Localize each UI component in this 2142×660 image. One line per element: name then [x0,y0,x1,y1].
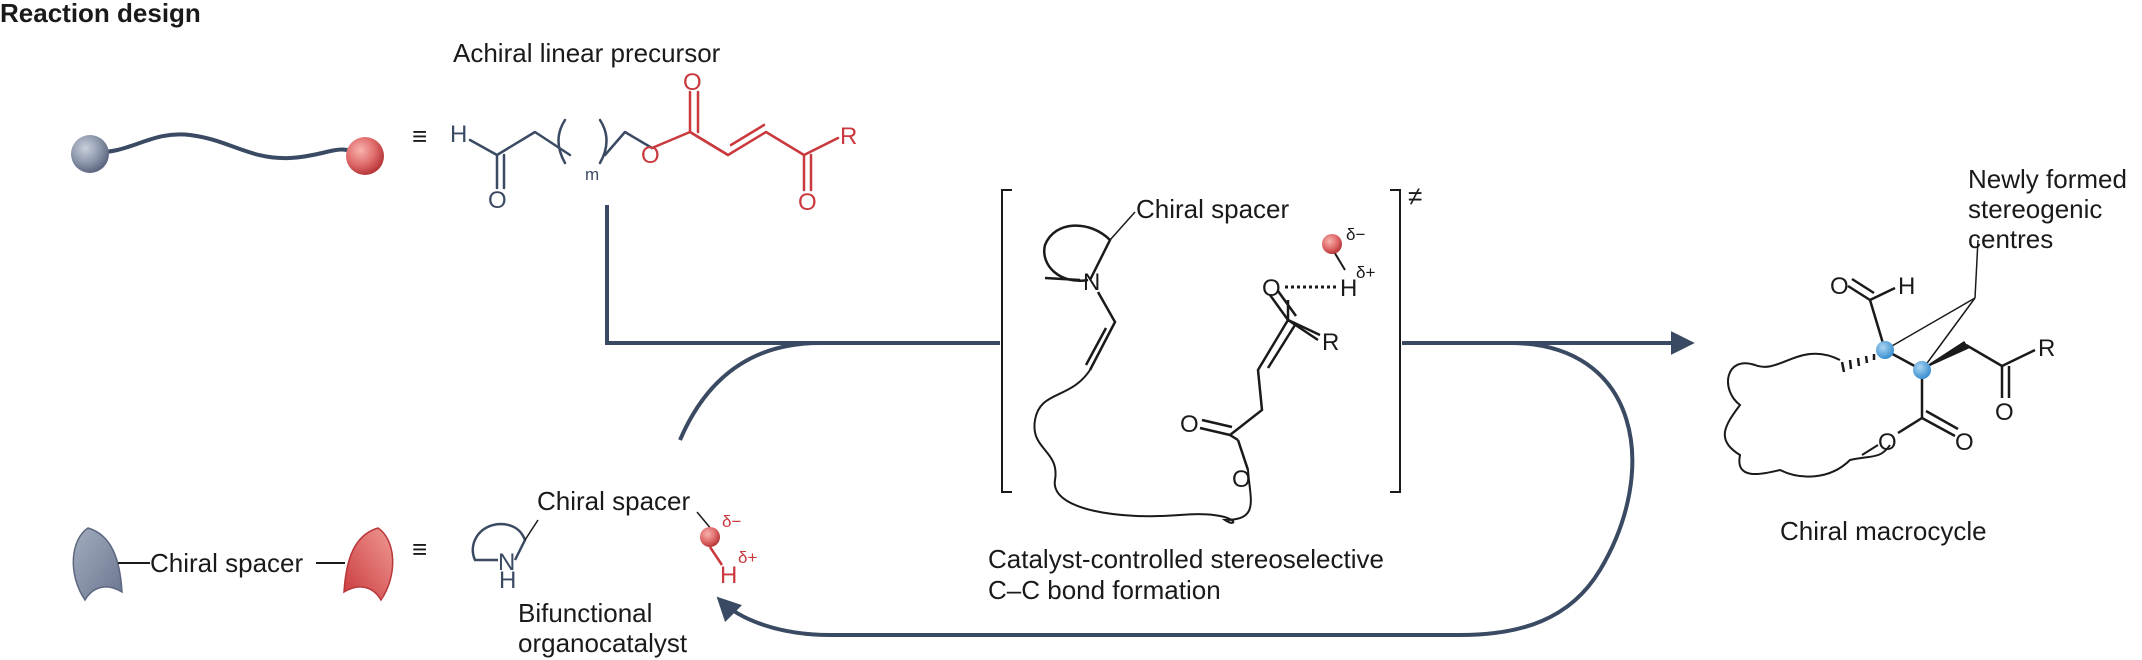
precursor-chain-line [91,132,367,161]
catalytic-cycle-arrows [605,205,1695,637]
ts-caption-line2: C–C bond formation [988,575,1221,605]
transition-state: ≠ N O O R O H δ+ δ− Chiral spacer [1000,180,1422,524]
catalyst-atom-h-red: H [720,562,737,589]
precursor-input-arrow [605,205,1000,345]
stereocentre-dot-1 [1876,341,1894,359]
ts-delta-plus: δ+ [1356,263,1375,282]
macro-atom-r: R [2038,335,2055,362]
ts-atom-o-carbonyl2: O [1262,275,1281,302]
macro-atom-o-ester: O [1878,429,1897,456]
precursor-atom-o3: O [683,69,702,96]
ts-bracket-right [1390,189,1401,493]
bifunctional-label-line1: Bifunctional [518,598,652,628]
catalyst-atom-n: N [498,549,515,576]
precursor-atom-r: R [840,123,857,150]
catalyst-structure: N H Chiral spacer δ− H δ+ [471,486,757,594]
catalyst-delta-plus: δ+ [738,548,757,567]
ts-atom-r: R [1322,329,1339,356]
achiral-precursor-label: Achiral linear precursor [453,38,721,68]
macrocycle-structure: O H O R O O [1723,239,2055,478]
macro-atom-h-ald: H [1898,273,1915,300]
precursor-structure [468,90,840,192]
catalyst-atom-h: H [499,567,516,594]
equiv-symbol-bottom: ≡ [412,534,427,564]
catalyst-entry-arc [678,341,1000,441]
precursor-atom-h: H [450,121,467,148]
precursor-subscript-m: m [585,165,599,184]
catalyst-return-arrow [716,341,1635,637]
macro-atom-o-ester-carbonyl: O [1955,429,1974,456]
bifunctional-label-line2: organocatalyst [518,628,688,658]
ts-bracket-left [1001,189,1012,493]
precursor-cartoon [71,132,384,175]
ts-atom-n: N [1083,269,1100,296]
catalyst-delta-minus: δ− [722,512,741,531]
newly-formed-line1: Newly formed [1968,164,2127,194]
catalyst-chiral-spacer-label: Chiral spacer [537,486,691,516]
grey-sphere-icon [71,135,109,173]
newly-formed-line2: stereogenic [1968,194,2102,224]
figure-title: Reaction design [0,0,201,28]
precursor-atom-o4: O [798,189,817,216]
macro-atom-o-ketone: O [1995,399,2014,426]
ts-caption-line1: Catalyst-controlled stereoselective [988,544,1384,574]
double-dagger-symbol: ≠ [1408,181,1422,211]
chiral-macrocycle-label: Chiral macrocycle [1780,516,1987,546]
red-sphere-icon [346,137,384,175]
newly-formed-line3: centres [1968,224,2053,254]
catalyst-cartoon: Chiral spacer [72,527,394,602]
precursor-atom-o2: O [641,142,660,169]
ts-atom-o-carbonyl1: O [1180,411,1199,438]
equiv-symbol-top: ≡ [412,121,427,151]
chiral-spacer-left-label: Chiral spacer [150,548,304,578]
red-horn-icon [343,527,394,602]
ts-chiral-spacer-label: Chiral spacer [1136,194,1290,224]
catalyst-red-sphere-icon [700,527,720,547]
macro-atom-o-ald: O [1830,273,1849,300]
ts-atom-o-ester: O [1232,466,1251,493]
ts-red-sphere-icon [1322,234,1342,254]
grey-horn-icon [72,527,123,602]
precursor-atom-o1: O [488,187,507,214]
ts-atom-h: H [1340,275,1357,302]
stereocentre-dot-2 [1913,361,1931,379]
ts-delta-minus: δ− [1346,225,1365,244]
